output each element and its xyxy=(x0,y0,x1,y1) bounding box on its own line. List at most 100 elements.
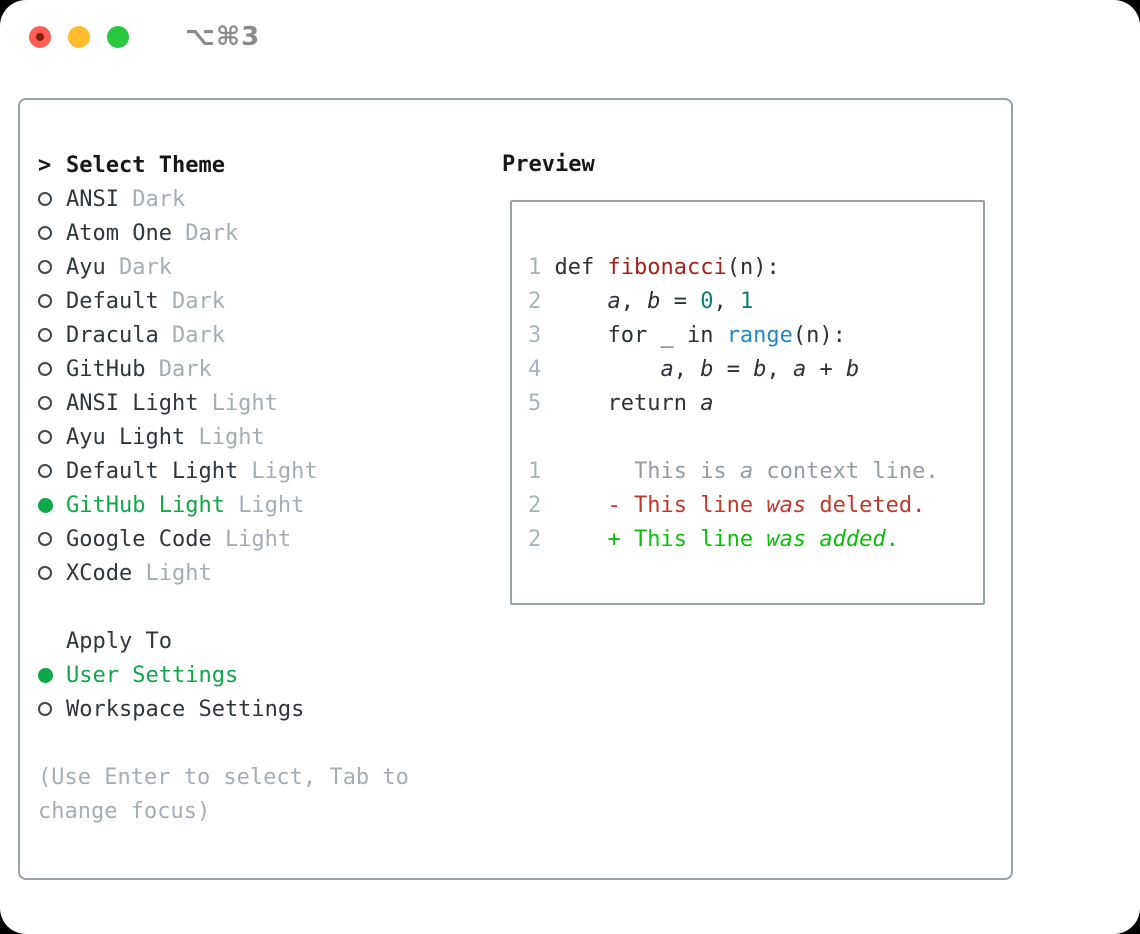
theme-option-label: Ayu xyxy=(66,254,106,280)
code-segment: added xyxy=(819,527,886,552)
code-segment: deleted. xyxy=(806,493,926,518)
close-button-dot xyxy=(36,33,44,41)
code-segment: . xyxy=(885,527,899,552)
theme-variant-label: Light xyxy=(224,526,292,552)
code-line xyxy=(528,421,983,455)
radio-icon xyxy=(38,328,52,342)
radio-icon xyxy=(38,532,52,546)
line-number: 2 xyxy=(528,289,542,314)
theme-option-label: GitHub Light xyxy=(66,492,225,518)
radio-icon xyxy=(38,702,52,716)
tab-shortcut-label: ⌥⌘3 xyxy=(185,22,261,52)
focus-caret-icon: > xyxy=(38,152,52,178)
theme-option-label: Dracula xyxy=(66,322,159,348)
theme-option-xcode[interactable]: XCode Light xyxy=(38,556,1011,590)
code-segment: , xyxy=(766,357,793,382)
radio-icon xyxy=(38,396,52,410)
code-line: 2 - This line was deleted. xyxy=(528,489,983,523)
apply-option-label: User Settings xyxy=(66,662,239,688)
help-text-line-1: (Use Enter to select, Tab to xyxy=(38,760,1011,794)
help-text: change focus) xyxy=(38,798,211,824)
help-text-line-2: change focus) xyxy=(38,794,1011,828)
theme-variant-label: Light xyxy=(211,390,278,416)
theme-option-label: Ayu Light xyxy=(66,424,186,450)
close-button[interactable] xyxy=(29,26,51,48)
code-segment: , xyxy=(620,289,648,314)
code-segment: a xyxy=(739,459,754,484)
code-segment: b xyxy=(700,357,714,382)
theme-option-dracula[interactable]: Dracula Dark xyxy=(38,318,1011,352)
help-text: (Use Enter to select, Tab to xyxy=(38,764,409,790)
code-line: 1 def fibonacci(n): xyxy=(528,251,983,285)
code-segment: a xyxy=(607,289,621,314)
radio-selected-icon xyxy=(38,497,53,513)
code-segment: range xyxy=(726,323,793,348)
code-segment: , xyxy=(713,289,740,314)
apply-to-title: Apply To xyxy=(66,628,172,654)
code-segment: a xyxy=(792,357,807,382)
code-segment: return xyxy=(541,391,701,416)
theme-option-label: Default Light xyxy=(66,458,239,484)
code-segment: + This line xyxy=(541,527,767,552)
theme-variant-label: Dark xyxy=(158,356,212,382)
apply-option-user-settings[interactable]: User Settings xyxy=(38,658,1011,692)
code-segment: 0 xyxy=(700,289,714,314)
code-segment: (n): xyxy=(726,255,780,280)
minimize-button[interactable] xyxy=(68,26,90,48)
theme-option-label: Default xyxy=(66,288,159,314)
line-number: 1 xyxy=(528,255,542,280)
radio-icon xyxy=(38,430,52,444)
theme-variant-label: Light xyxy=(145,560,212,586)
code-segment: 1 xyxy=(739,289,754,314)
code-line: 2 + This line was added. xyxy=(528,523,983,557)
code-segment: - This line xyxy=(541,493,767,518)
code-line: 5 return a xyxy=(528,387,983,421)
code-segment: context line. xyxy=(753,459,939,484)
radio-icon xyxy=(38,294,52,308)
code-segment: b xyxy=(753,357,767,382)
select-theme-header: > Select Theme xyxy=(38,148,1011,182)
radio-selected-icon xyxy=(38,667,53,683)
radio-icon xyxy=(38,566,52,580)
code-segment: was xyxy=(766,527,807,552)
code-segment: a xyxy=(700,391,714,416)
theme-variant-label: Dark xyxy=(132,186,186,212)
apply-option-label: Workspace Settings xyxy=(66,696,305,722)
code-segment: (n): xyxy=(792,323,846,348)
code-segment: , xyxy=(673,357,701,382)
theme-option-label: XCode xyxy=(66,560,133,586)
code-segment: def xyxy=(541,255,608,280)
theme-variant-label: Light xyxy=(198,424,265,450)
code-segment: was xyxy=(766,493,807,518)
theme-option-ayu-light[interactable]: Ayu Light Light xyxy=(38,420,1011,454)
apply-option-workspace-settings[interactable]: Workspace Settings xyxy=(38,692,1011,726)
theme-variant-label: Dark xyxy=(171,322,225,348)
code-segment: fibonacci xyxy=(607,255,727,280)
radio-icon xyxy=(38,362,52,376)
code-segment xyxy=(541,353,660,387)
code-line: 4 a, b = b, a + b xyxy=(528,353,983,387)
code-line: 2 a, b = 0, 1 xyxy=(528,285,983,319)
theme-variant-label: Light xyxy=(238,492,305,518)
radio-icon xyxy=(38,192,52,206)
code-segment: b xyxy=(845,357,860,382)
theme-option-ayu[interactable]: Ayu Dark xyxy=(38,250,1011,284)
preview-title: Preview xyxy=(502,152,595,177)
code-line: 3 for _ in range(n): xyxy=(528,319,983,353)
theme-option-github-light[interactable]: GitHub Light Light xyxy=(38,488,1011,522)
theme-variant-label: Dark xyxy=(118,254,172,280)
theme-variant-label: Dark xyxy=(185,220,239,246)
code-segment xyxy=(806,523,819,557)
zoom-button[interactable] xyxy=(107,26,129,48)
